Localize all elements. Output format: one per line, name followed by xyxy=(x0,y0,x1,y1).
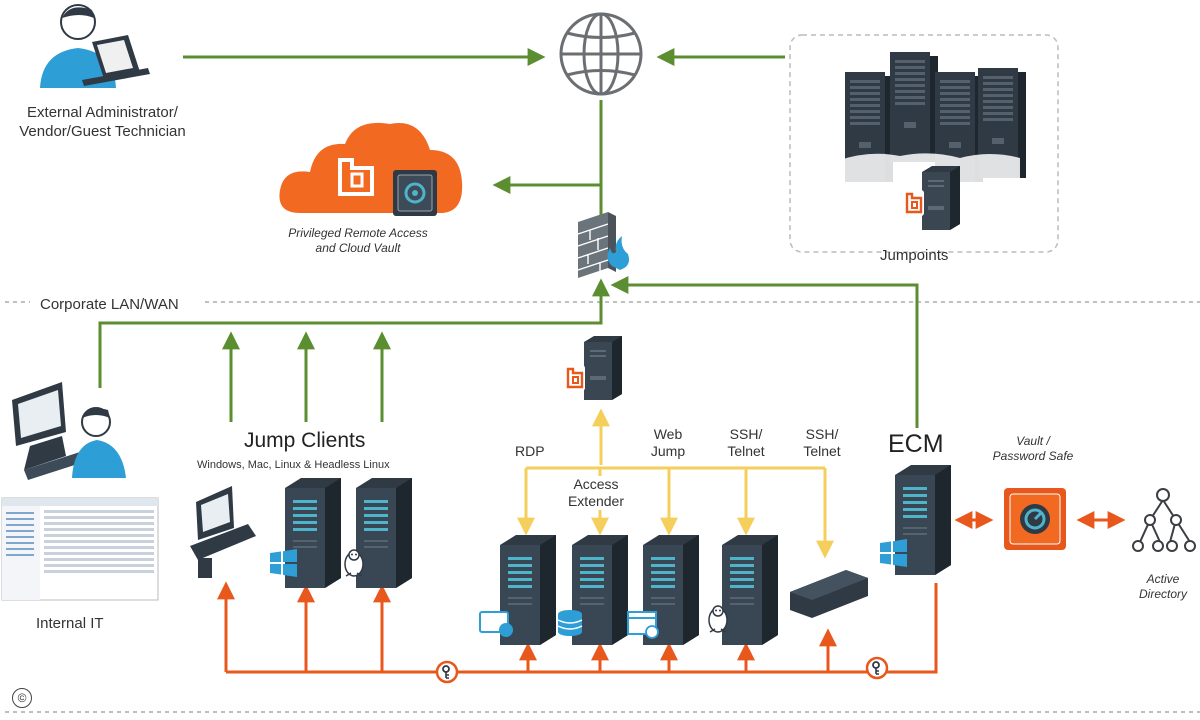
internal-it-workstation xyxy=(12,382,126,480)
web-jump-label-line1: Web xyxy=(653,426,683,442)
access-extender-label-line1: Access xyxy=(573,476,619,492)
internal-to-firewall-arrow xyxy=(98,278,610,388)
jump-clients-title: Jump Clients xyxy=(244,429,366,452)
external-admin-label: External Administrator/ Vendor/Guest Tec… xyxy=(0,103,205,141)
vault-label-line2: Password Safe xyxy=(992,449,1074,463)
active-directory-label-line2: Directory xyxy=(1138,587,1187,601)
active-directory-label: Active Directory xyxy=(1130,572,1196,602)
jump-clients-subtitle: Windows, Mac, Linux & Headless Linux xyxy=(197,459,390,471)
rdp-monitor-icon xyxy=(479,611,513,637)
ssh-telnet-2-line1: SSH/ xyxy=(805,426,839,442)
ssh-server xyxy=(722,535,778,645)
ecm-label: ECM xyxy=(888,430,944,458)
web-jump-label: Web Jump xyxy=(640,426,696,460)
external-admin-label-line2: Vendor/Guest Technician xyxy=(19,123,186,140)
globe-icon xyxy=(559,12,643,96)
jumpoints-label: Jumpoints xyxy=(880,247,949,264)
access-extender-server xyxy=(584,336,622,400)
firewall-icon xyxy=(577,212,629,278)
vault-icon xyxy=(1004,488,1066,550)
key-icon xyxy=(435,660,459,684)
jumpoints-servers xyxy=(840,52,1026,230)
ecm-to-firewall-arrow xyxy=(610,276,919,428)
jumpoints-region xyxy=(789,34,1059,253)
jump-client-workstation xyxy=(190,486,256,578)
internal-it-screenshot xyxy=(1,497,159,601)
bomgar-logo xyxy=(563,363,587,393)
database-icon xyxy=(557,610,583,636)
ssh-telnet-2-line2: Telnet xyxy=(803,443,841,459)
vault-label: Vault / Password Safe xyxy=(978,434,1088,464)
cloud-label: Privileged Remote Access and Cloud Vault xyxy=(268,226,448,256)
access-extender-label-line2: Extender xyxy=(567,493,625,509)
ssh-telnet-1-line2: Telnet xyxy=(727,443,765,459)
vault-label-line1: Vault / xyxy=(1016,434,1050,448)
cloud-icon xyxy=(279,122,463,216)
network-appliance xyxy=(790,570,868,618)
web-browser-icon xyxy=(627,611,659,639)
ssh-telnet-1-line1: SSH/ xyxy=(729,426,763,442)
cloud-label-line1: Privileged Remote Access xyxy=(288,226,428,240)
access-extender-label: Access Extender xyxy=(556,476,636,510)
vault-icon xyxy=(393,170,437,216)
jump-client-linux-server xyxy=(356,478,412,588)
internal-it-label: Internal IT xyxy=(36,615,104,632)
rdp-label: RDP xyxy=(515,443,545,459)
cloud-label-line2: and Cloud Vault xyxy=(315,241,401,255)
external-admin-label-line1: External Administrator/ xyxy=(27,104,178,121)
person-icon xyxy=(72,407,126,478)
web-jump-label-line2: Jump xyxy=(650,443,686,459)
corporate-lan-label: Corporate LAN/WAN xyxy=(36,295,183,314)
key-icon xyxy=(865,656,889,680)
person-icon xyxy=(40,4,150,88)
copyright-badge: © xyxy=(12,688,32,708)
ssh-telnet-label-1: SSH/ Telnet xyxy=(716,426,776,460)
hierarchy-icon xyxy=(1132,488,1196,552)
orange-bus-line xyxy=(226,583,938,674)
active-directory-label-line1: Active xyxy=(1146,572,1180,586)
ssh-telnet-label-2: SSH/ Telnet xyxy=(792,426,852,460)
